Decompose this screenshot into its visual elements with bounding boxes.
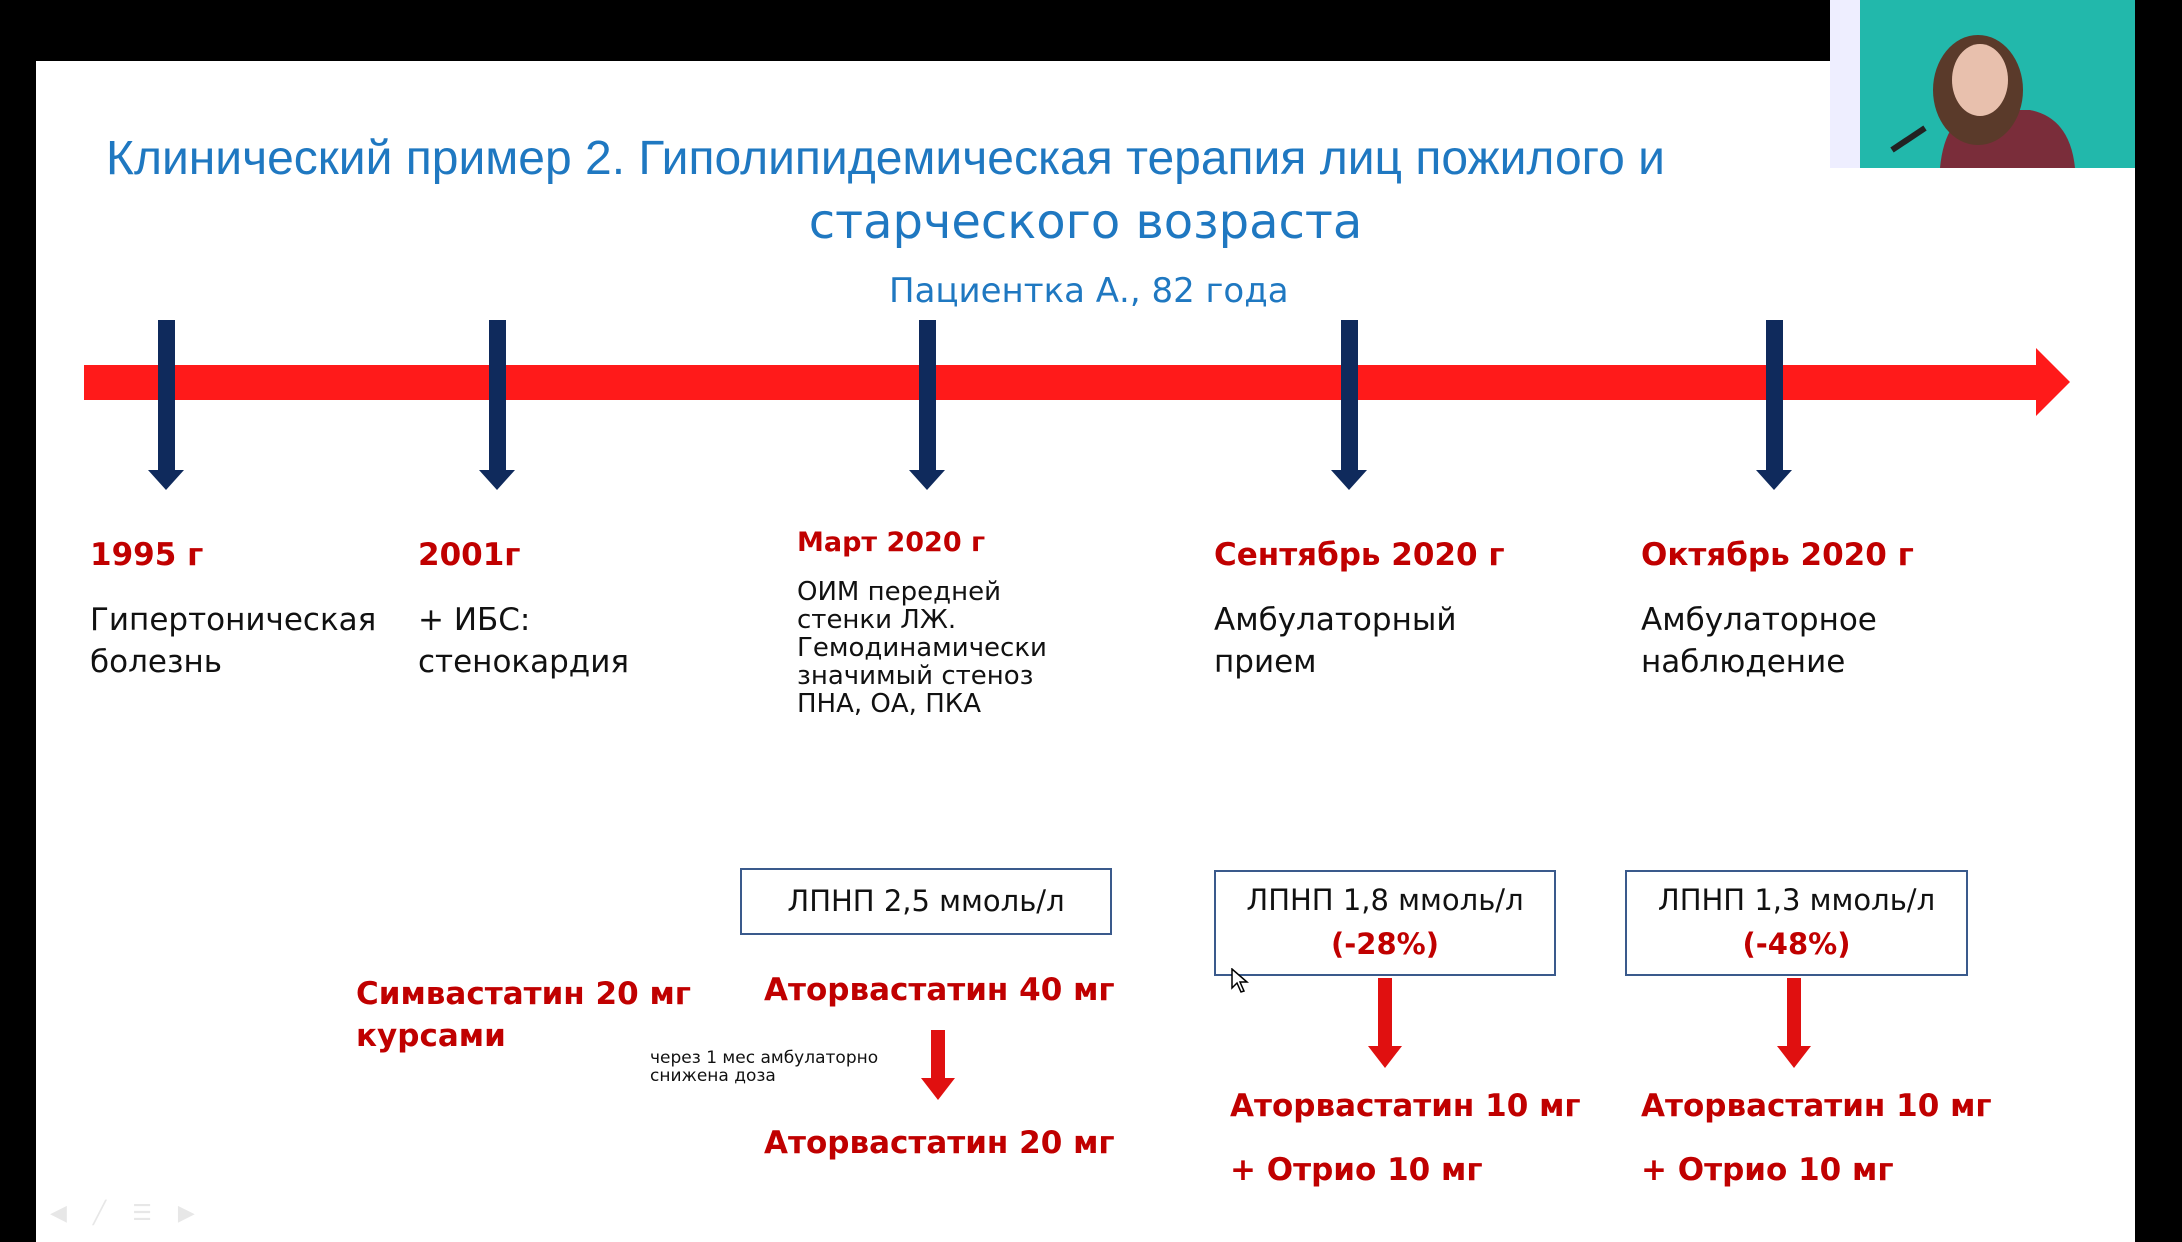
ldl-value: ЛПНП 1,3 ммоль/л (1657, 883, 1936, 917)
ldl-value: ЛПНП 1,8 ммоль/л (1246, 883, 1524, 917)
timeline-marker-mar2020 (909, 320, 945, 490)
slide-title-line1: Клинический пример 2. Гиполипидемическая… (106, 132, 1665, 185)
timeline-marker-2001 (479, 320, 515, 490)
event-year: 2001г (418, 537, 521, 573)
webcam-overlay (1830, 0, 2135, 168)
red-arrow-down (1368, 978, 1402, 1068)
therapy-atorvastatin-10: Аторвастатин 10 мг (1230, 1088, 1581, 1124)
ldl-change: (-28%) (1331, 927, 1439, 961)
slide: Клинический пример 2. Гиполипидемическая… (36, 61, 2135, 1242)
ldl-box-sep2020: ЛПНП 1,8 ммоль/л (-28%) (1214, 870, 1556, 976)
timeline-marker-sep2020 (1331, 320, 1367, 490)
ldl-box-mar2020: ЛПНП 2,5 ммоль/л (740, 868, 1112, 935)
event-desc: + ИБС: стенокардия (418, 602, 630, 680)
red-arrow-down (1777, 978, 1811, 1068)
slideshow-controls: ◀ ╱ ☰ ▶ (50, 1201, 195, 1226)
therapy-otrio: + Отрио 10 мг (1641, 1152, 1894, 1188)
timeline-marker-1995 (148, 320, 184, 490)
ldl-change: (-48%) (1742, 927, 1851, 961)
event-desc: ОИМ передней стенки ЛЖ. Гемодинамически … (797, 577, 1047, 719)
ldl-box-oct2020: ЛПНП 1,3 ммоль/л (-48%) (1625, 870, 1968, 976)
event-year: Март 2020 г (797, 527, 986, 558)
therapy-atorvastatin-40: Аторвастатин 40 мг (764, 972, 1115, 1008)
menu-icon[interactable]: ☰ (132, 1201, 152, 1226)
ldl-value: ЛПНП 2,5 ммоль/л (787, 884, 1065, 918)
next-slide-icon[interactable]: ▶ (177, 1201, 195, 1226)
event-year: 1995 г (90, 537, 204, 573)
therapy-simvastatin-courses: курсами (356, 1018, 506, 1054)
timeline-marker-oct2020 (1756, 320, 1792, 490)
patient-subtitle: Пациентка А., 82 года (889, 271, 1289, 311)
event-year: Октябрь 2020 г (1641, 537, 1914, 573)
presenter-video (1830, 0, 2135, 168)
dose-reduction-note: через 1 мес амбулаторно снижена доза (650, 1048, 879, 1086)
red-arrow-down (921, 1030, 955, 1100)
previous-slide-icon[interactable]: ◀ (50, 1201, 67, 1226)
slide-title-line2: старческого возраста (808, 194, 1363, 250)
event-desc: Амбулаторный прием (1214, 602, 1457, 680)
event-desc: Амбулаторное наблюдение (1641, 602, 1877, 680)
therapy-otrio: + Отрио 10 мг (1230, 1152, 1483, 1188)
pen-icon[interactable]: ╱ (92, 1201, 107, 1226)
event-desc: Гипертоническая болезнь (90, 602, 377, 680)
mouse-cursor-icon (1231, 968, 1249, 993)
therapy-atorvastatin-10: Аторвастатин 10 мг (1641, 1088, 1992, 1124)
event-year: Сентябрь 2020 г (1214, 537, 1505, 573)
therapy-atorvastatin-20: Аторвастатин 20 мг (764, 1125, 1115, 1161)
therapy-simvastatin: Симвастатин 20 мг (356, 976, 691, 1012)
